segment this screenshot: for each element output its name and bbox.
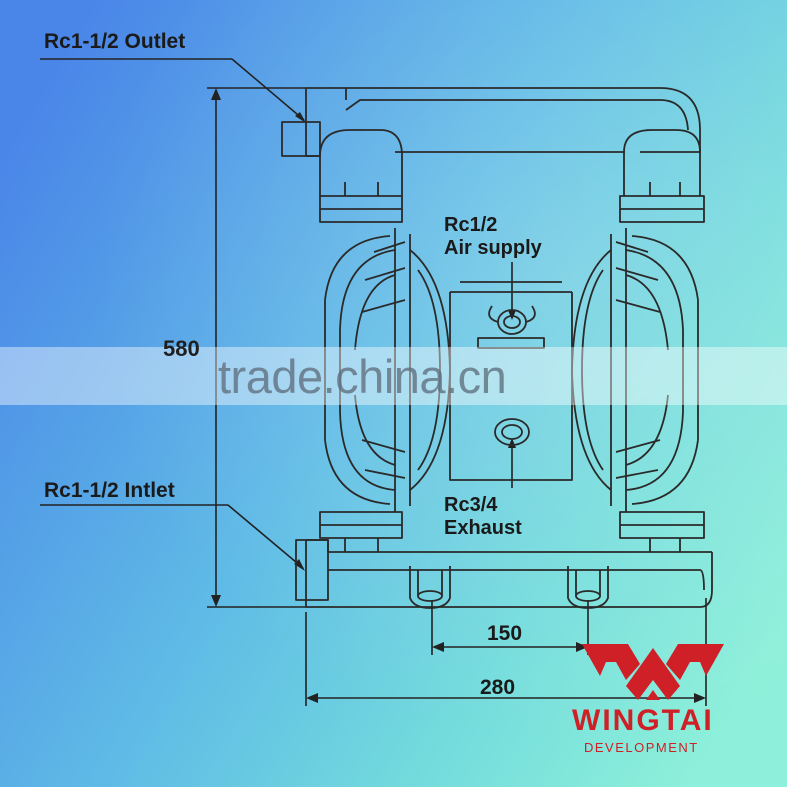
- outlet-label: Rc1-1/2 Outlet: [44, 30, 186, 53]
- width-arrowheads: [306, 642, 706, 703]
- dimension-width: 280: [480, 676, 516, 699]
- inlet-label: Rc1-1/2 Intlet: [44, 479, 175, 502]
- brand-name: WINGTAI: [572, 704, 714, 737]
- exhaust-port: Rc3/4: [444, 494, 498, 516]
- height-dimension: [207, 87, 306, 608]
- pump-body: [281, 87, 713, 609]
- watermark-band: [0, 347, 787, 405]
- watermark-text: trade.china.cn: [218, 350, 507, 403]
- leader-lines: [40, 58, 513, 569]
- dimension-height: 580: [163, 336, 200, 361]
- height-arrow-bottom: [211, 595, 221, 607]
- air-supply-label: Rc1/2 Air supply: [444, 214, 542, 260]
- exhaust-label: Rc3/4 Exhaust: [444, 494, 522, 540]
- height-arrow-top: [211, 88, 221, 100]
- brand-subtitle: DEVELOPMENT: [584, 740, 699, 755]
- dimension-spacing: 150: [487, 622, 523, 645]
- air-supply-name: Air supply: [444, 237, 542, 259]
- exhaust-name: Exhaust: [444, 517, 522, 539]
- air-supply-port: Rc1/2: [444, 214, 498, 236]
- wingtai-logo-icon: [582, 644, 724, 700]
